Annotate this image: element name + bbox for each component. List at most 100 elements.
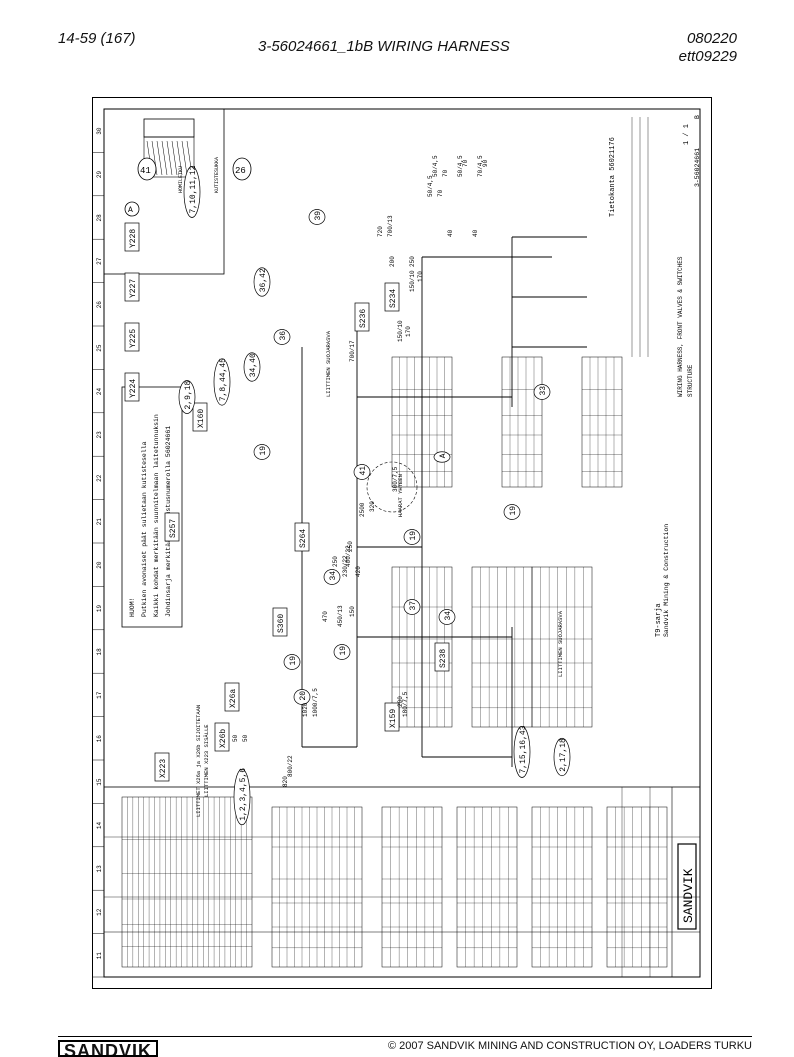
zone-number: 15	[96, 778, 103, 786]
dimension-label: 70	[442, 169, 449, 177]
connector-y224: Y224	[124, 372, 140, 402]
dimension-label: 180/7,5	[402, 691, 409, 717]
doc-code-2: ett09229	[678, 48, 737, 65]
dimension-label: 40	[472, 229, 479, 237]
dimension-label: 170	[417, 271, 424, 282]
zone-number: 24	[96, 387, 103, 395]
balloon-label: 37	[409, 601, 418, 611]
connector-s236: S236	[354, 302, 370, 332]
dimension-label: 250	[332, 556, 339, 567]
footer-copyright: © 2007 SANDVIK MINING AND CONSTRUCTION O…	[387, 1040, 752, 1052]
hose-label: HOMILETKU	[178, 166, 184, 193]
connector-label: Y227	[129, 279, 138, 298]
balloon-label: 7,15,16,43	[519, 725, 528, 773]
dimension-label: 50/4,5	[432, 155, 439, 177]
dimension-label: 470	[322, 611, 329, 622]
wire-table	[581, 356, 623, 488]
connector-s238: S238	[434, 642, 450, 672]
balloon-label: 41	[359, 466, 368, 476]
connector-label: X26a	[229, 689, 238, 708]
company-label: Sandvik Mining & Construction	[663, 524, 670, 637]
wire-tables	[121, 356, 668, 968]
detail-a: A 41 26 HOMILETKU KUTISTESUKKA	[103, 108, 252, 275]
balloon: 20	[293, 689, 311, 705]
connector-x223: X223	[154, 752, 170, 782]
connector-label: Y224	[129, 379, 138, 398]
balloon: 34	[438, 609, 456, 625]
page-ref: 14-59 (167)	[58, 30, 136, 47]
dimension-label: 250	[409, 256, 416, 267]
balloon: 19	[283, 654, 301, 670]
balloon: 2,17,18	[553, 737, 571, 777]
title-block-logo: SANDVIK	[681, 868, 696, 923]
notes-heading: HUOM!	[129, 597, 136, 617]
wire-table	[121, 796, 253, 968]
wire-table	[531, 806, 593, 968]
balloon-label: 19	[339, 646, 348, 656]
zone-number: 11	[96, 952, 103, 960]
wire-table	[531, 566, 593, 728]
footer-rule	[58, 1036, 752, 1037]
dimension-label: 200	[397, 696, 404, 707]
series-label: T9-sarja	[655, 603, 663, 637]
zone-number: 19	[96, 604, 103, 612]
dimension-label: 720	[377, 226, 384, 237]
dimension-label: 1000/7,5	[312, 688, 319, 717]
page-title: 3-56024661_1bB WIRING HARNESS	[258, 38, 510, 55]
connector-label: X26b	[219, 729, 228, 748]
drawing-number: 3-56024661	[694, 148, 701, 187]
balloon: 19	[253, 444, 271, 460]
connector-y227: Y227	[124, 272, 140, 302]
balloon: 7,15,16,43	[513, 725, 531, 778]
balloon-label: 1,2,3,4,5,6	[239, 768, 248, 821]
grease-label-2: LIITTIMEN SUOJARASVA	[325, 330, 332, 397]
connector-x26b: X26b	[214, 722, 230, 752]
drawing-title: WIRING HARNESS, FRONT VALVES & SWITCHES	[677, 256, 684, 397]
balloon-label: 19	[259, 446, 268, 456]
connector-label: Y228	[129, 229, 138, 248]
zone-number: 18	[96, 648, 103, 656]
balloon-label: 19	[509, 506, 518, 516]
detail-balloon-26: 26	[235, 166, 246, 176]
balloon-label: 7,8,44,45	[219, 358, 228, 401]
revision-letter: B	[694, 115, 701, 119]
balloon-label: 34	[329, 571, 338, 581]
dimension-label: 250	[347, 541, 354, 552]
connectors-inside-note-2: LIITTIMEN X223 SISÄLLE	[203, 724, 210, 797]
dimension-label: 90	[482, 159, 489, 167]
dimension-label: 300/7,5	[392, 466, 399, 492]
dimension-label: 170	[405, 326, 412, 337]
dashed-detail-circle	[366, 461, 418, 513]
dimension-label: 1020	[302, 702, 309, 717]
balloon-label: 34,40	[249, 353, 258, 377]
balloon: 34	[323, 569, 341, 585]
zone-number: 25	[96, 344, 103, 352]
balloon-label: 36	[279, 331, 288, 341]
document-codes: 080220 ett09229	[679, 30, 737, 66]
wire-table	[501, 356, 543, 488]
notes: HUOM! Putkien avonaiset päät sulietaan k…	[121, 386, 183, 628]
misc-labels: LIITTIMET X26a ja X26b SIJOITETAAN LIITT…	[195, 330, 564, 817]
balloon: 39	[308, 209, 326, 225]
zone-number: 27	[96, 257, 103, 265]
balloon-label: A	[439, 453, 448, 458]
footer-logo: SANDVIK	[58, 1040, 159, 1057]
dimension-label: 50	[232, 734, 239, 742]
balloon-label: 19	[289, 656, 298, 666]
balloon: 19	[403, 529, 421, 545]
balloon: 37	[403, 599, 421, 615]
detail-balloon-41: 41	[140, 166, 151, 176]
dimension-label: 50	[242, 734, 249, 742]
zone-number: 17	[96, 691, 103, 699]
balloon-label: 36,42	[259, 268, 268, 292]
dimension-label: 70	[462, 159, 469, 167]
detail-letter: A	[128, 206, 133, 215]
zone-number: 29	[96, 170, 103, 178]
connector-label: S236	[359, 309, 368, 328]
zone-number: 30	[96, 127, 103, 135]
connector-label: X223	[159, 759, 168, 778]
dimension-label: 800/22	[287, 755, 294, 777]
dimension-label: 50/4,5	[457, 155, 464, 177]
